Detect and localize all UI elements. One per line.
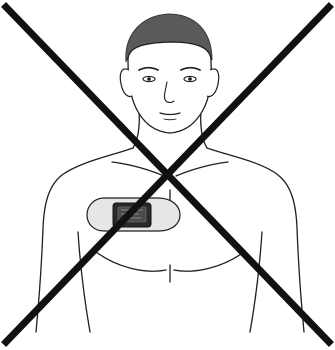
head <box>120 14 218 133</box>
chest-line-right <box>174 252 244 271</box>
left-shoulder-arm-outline <box>36 148 133 332</box>
collarbone-right <box>176 162 228 176</box>
chest-line-left <box>96 252 166 271</box>
